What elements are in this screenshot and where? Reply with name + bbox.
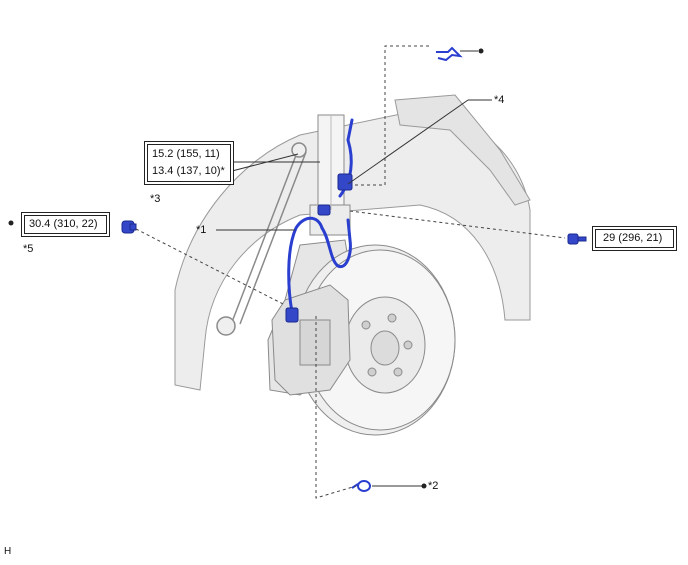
corner-code: H	[4, 546, 12, 557]
brake-hose-bracket	[285, 173, 353, 323]
callout-5: *5	[23, 243, 34, 255]
solid-leaders	[216, 50, 492, 487]
wheel-housing	[174, 94, 531, 391]
torque-spec-box-main-inner	[147, 144, 231, 182]
bolt-part-left	[121, 220, 137, 234]
torque-spec-box-right-inner	[595, 229, 674, 248]
callout-2: *2	[428, 480, 439, 492]
clip-part-top	[436, 46, 463, 62]
torque-spec-right: 29 (296, 21)	[603, 232, 663, 244]
callout-1: *1	[196, 224, 207, 236]
callout-3: *3	[150, 193, 161, 205]
torque-spec-left: 30.4 (310, 22)	[29, 218, 98, 230]
torque-spec-main-top: 15.2 (155, 11)	[152, 148, 220, 160]
callout-4: *4	[494, 94, 505, 106]
stabilizer-link	[216, 142, 307, 336]
bolt-part-right	[567, 233, 587, 245]
marker-dots	[8, 48, 484, 489]
dashed-leaders	[135, 45, 566, 499]
torque-spec-box-left-inner	[24, 215, 107, 234]
torque-spec-main-bottom: 13.4 (137, 10)*	[152, 165, 225, 177]
brake-hose	[287, 118, 354, 314]
